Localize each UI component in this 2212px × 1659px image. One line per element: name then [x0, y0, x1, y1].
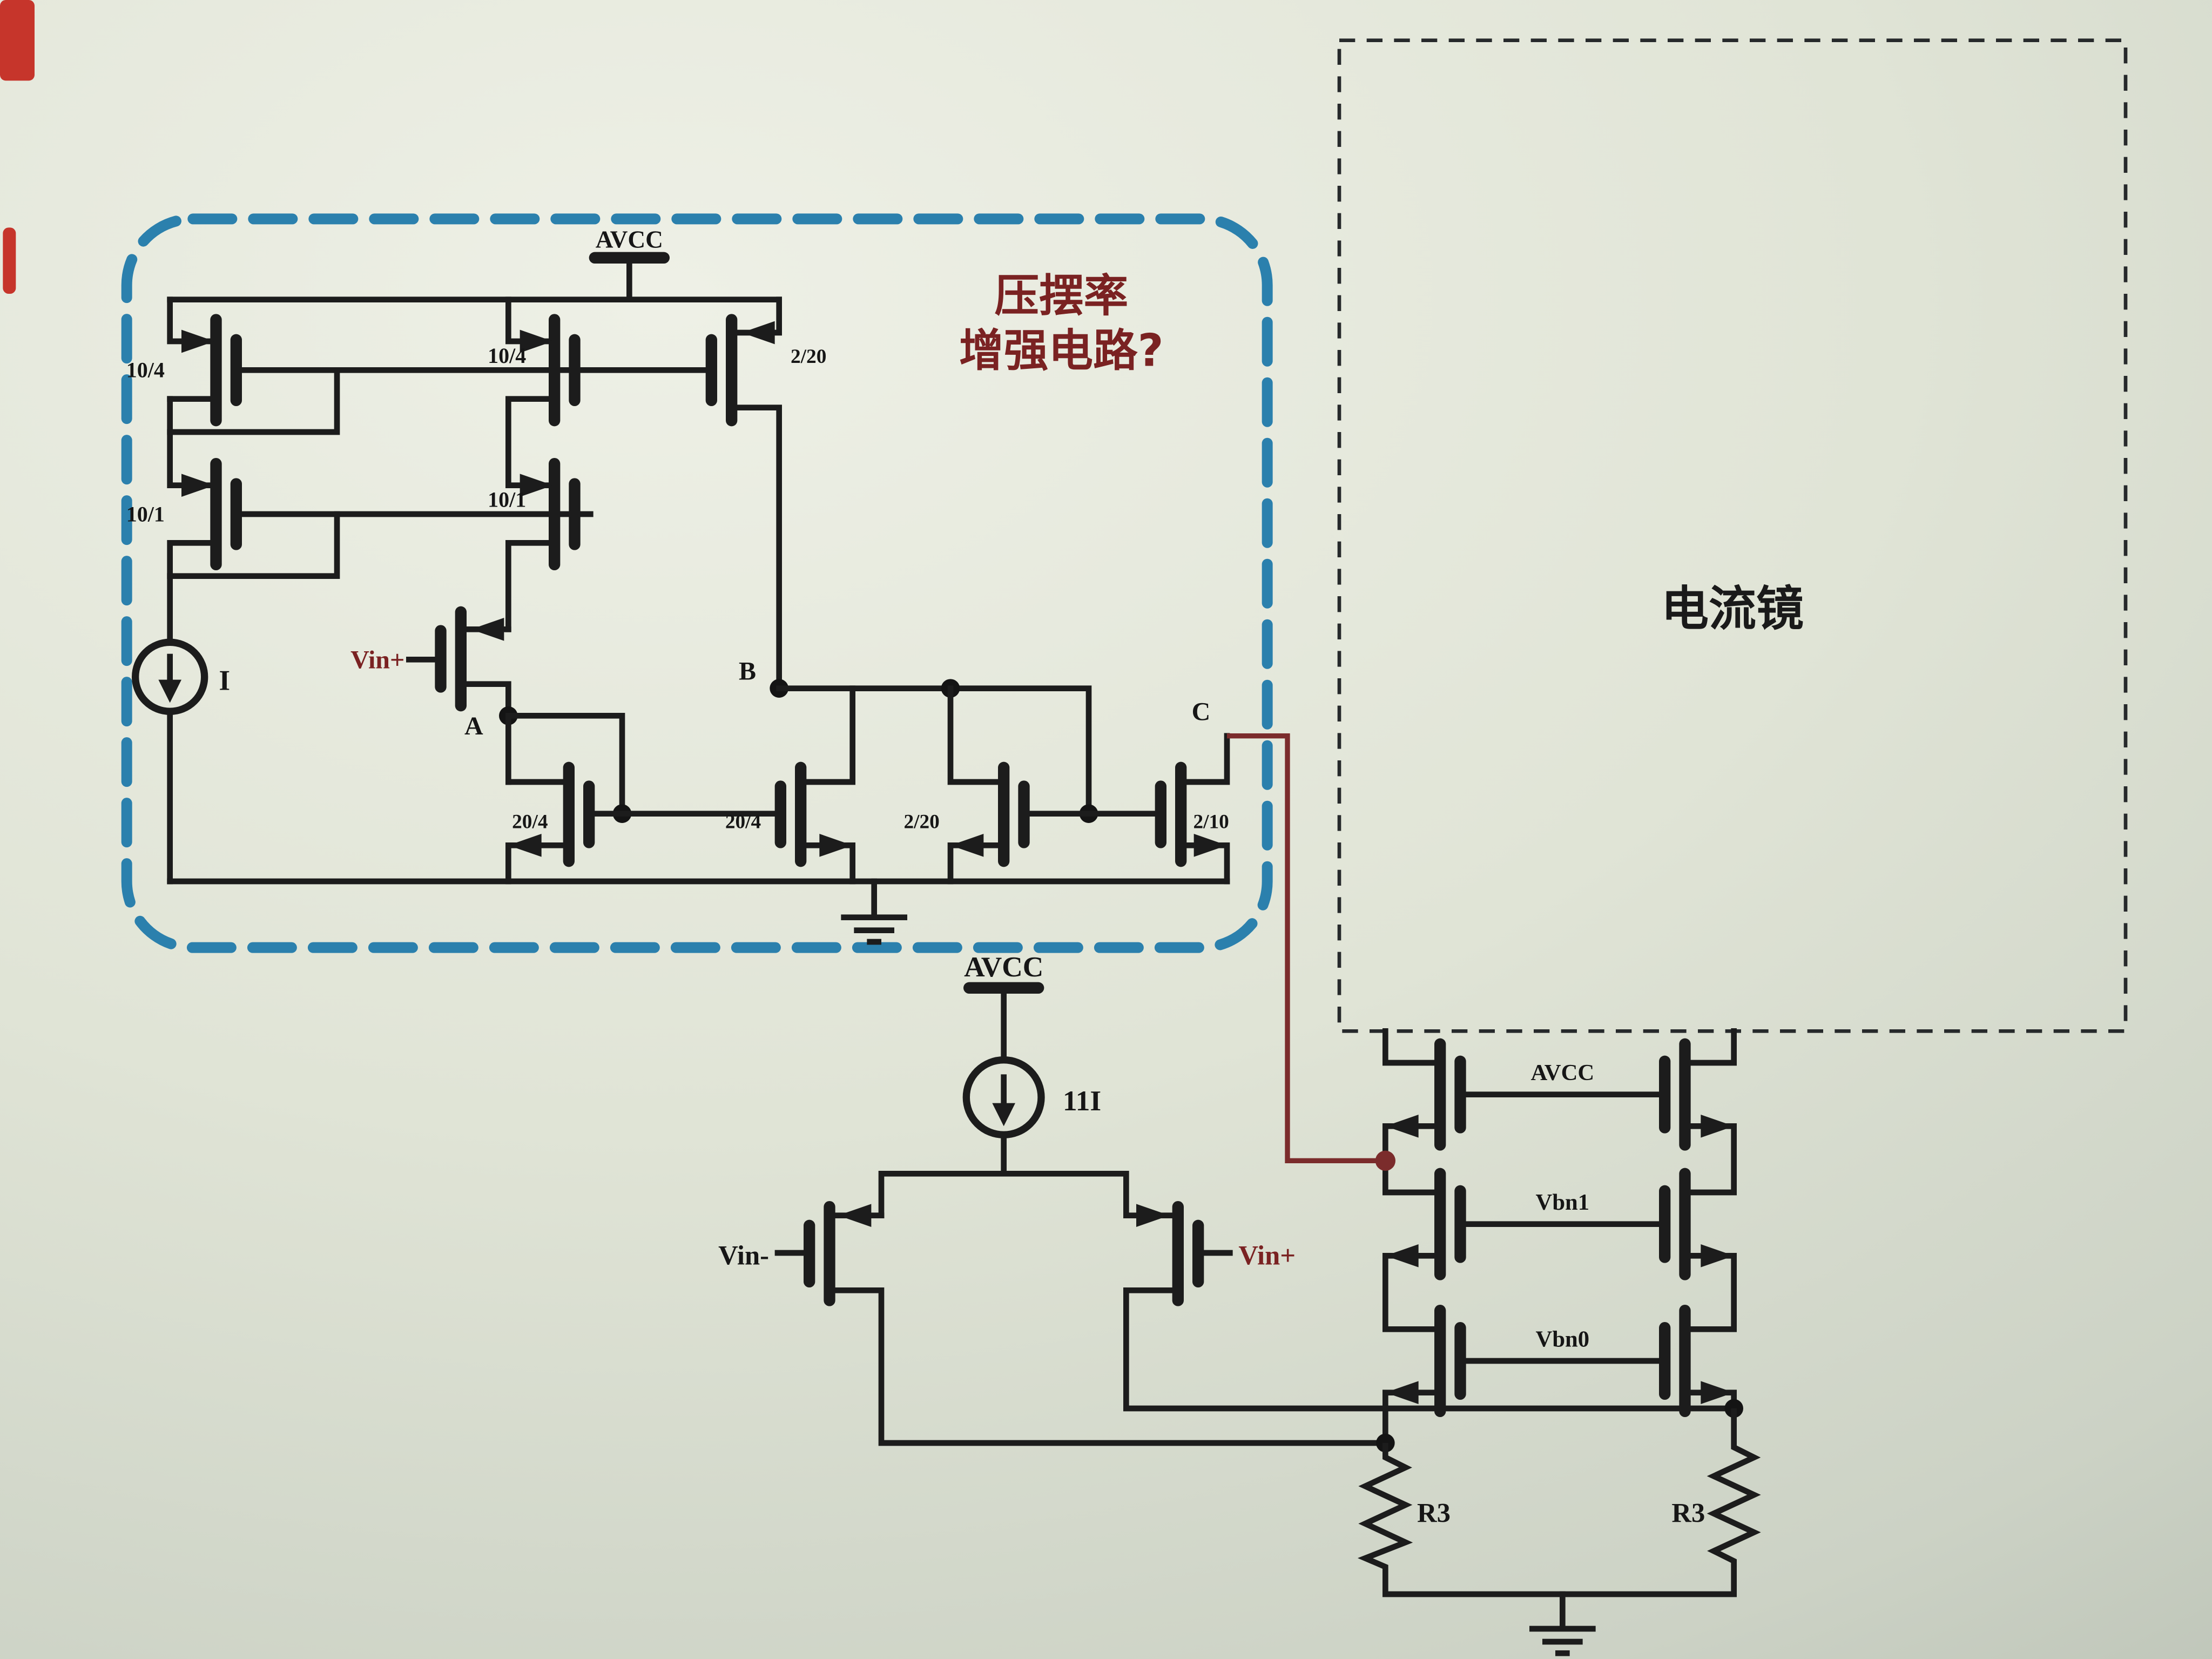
down-arrow-icon: [992, 1103, 1015, 1127]
transistor-20-4-right: 20/4: [725, 685, 855, 885]
source-arrow-icon: [1385, 1115, 1419, 1138]
avcc-top-label: AVCC: [596, 226, 663, 253]
transistor-vin-plus: Vin+: [1123, 1201, 1737, 1412]
transistor-vin-minus: Vin-: [718, 1201, 1388, 1446]
screen-edge-red-dash: [3, 227, 16, 294]
label-20-4-right: 20/4: [725, 811, 761, 833]
label-r3-left: R3: [1417, 1498, 1451, 1528]
tail-wires: [878, 1132, 1129, 1218]
transistor-10-1-cascode: 10/1: [488, 458, 581, 632]
source-arrow-icon: [471, 618, 504, 641]
source-arrow-icon: [1701, 1244, 1734, 1267]
label-r3-right: R3: [1671, 1498, 1705, 1528]
label-11I: 11I: [1063, 1084, 1101, 1117]
ground-symbol: [841, 878, 907, 945]
source-arrow-icon: [1136, 1204, 1170, 1227]
current-source-I: I: [131, 638, 230, 885]
source-arrow-icon: [1385, 1381, 1419, 1404]
transistor-2-20-pmos: 2/20: [705, 296, 826, 691]
diode-loop-wire: [167, 367, 340, 435]
current-source-11I: 11I: [962, 1056, 1101, 1138]
source-arrow-icon: [181, 329, 215, 353]
source-arrow-icon: [181, 474, 215, 497]
source-arrow-icon: [1701, 1115, 1734, 1138]
gate-rail-vbn1-label: Vbn1: [1536, 1190, 1590, 1215]
label-vin-plus-inner: Vin+: [350, 645, 404, 674]
gate-rail-avcc-label: AVCC: [1530, 1060, 1594, 1085]
source-arrow-icon: [950, 834, 984, 857]
label-2-20-pmos: 2/20: [791, 346, 826, 368]
source-arrow-icon: [838, 1204, 872, 1227]
feedback-wire-c: [1227, 733, 1377, 1163]
label-vin-plus: Vin+: [1238, 1240, 1296, 1270]
resistor-r3-left: R3: [1357, 1443, 1451, 1594]
node-c-label: C: [1192, 697, 1211, 726]
node-a-wires: [505, 713, 625, 817]
transistor-10-4-bias: 10/4: [126, 296, 242, 427]
slew-rate-box-border: [121, 213, 1273, 953]
transistor-10-1-bias: 10/1: [126, 396, 242, 645]
mirror-left-column: [1382, 1028, 1466, 1446]
mirror-right-column: [1659, 1028, 1737, 1417]
slew-title-line1: 压摆率: [994, 270, 1128, 322]
feedback-junction-dot: [1375, 1150, 1395, 1171]
output-stage: AVCC 11I Vin- Vin+: [718, 950, 1761, 1656]
label-m-casc-bottom: 10/1: [488, 488, 526, 512]
label-vin-minus: Vin-: [718, 1240, 769, 1270]
slew-rate-box: AVCC 10/4 10/1 I: [126, 226, 1230, 945]
transistor-vin-plus-input: Vin+: [350, 606, 511, 719]
node-b-label: B: [739, 657, 756, 686]
label-20-4-left: 20/4: [512, 811, 548, 833]
transistor-20-4-left: 20/4: [505, 761, 595, 885]
node-b-wires: [776, 685, 1092, 817]
mirror-gate-rails: [1461, 1091, 1663, 1364]
source-arrow-icon: [741, 321, 775, 345]
label-m-casc-top: 10/4: [488, 343, 526, 368]
source-arrow-icon: [1193, 834, 1227, 857]
label-m-bias-bottom: 10/1: [126, 502, 165, 526]
transistor-2-20-nmos: 2/20: [903, 685, 1030, 885]
avcc-bottom-label: AVCC: [964, 950, 1043, 983]
resistor-r3-right: R3: [1671, 1408, 1761, 1594]
source-arrow-icon: [520, 474, 553, 497]
diode-loop-wire: [167, 511, 340, 579]
label-current-I: I: [219, 664, 230, 696]
down-arrow-icon: [158, 679, 181, 703]
label-m-bias-top: 10/4: [126, 358, 165, 382]
source-arrow-icon: [508, 834, 542, 857]
label-2-10-nmos: 2/10: [1193, 811, 1229, 833]
transistor-10-4-cascode: 10/4: [488, 296, 581, 488]
source-arrow-icon: [520, 329, 553, 353]
current-mirror-label: 电流镜: [1661, 581, 1804, 636]
slew-title-line2: 增强电路?: [959, 325, 1164, 376]
screen-edge-red-mark: [0, 0, 35, 81]
source-arrow-icon: [819, 834, 853, 857]
gate-rail-vbn0-label: Vbn0: [1536, 1326, 1590, 1352]
current-mirror-box-border: [1337, 38, 2128, 1033]
source-arrow-icon: [1701, 1381, 1734, 1404]
node-a-label: A: [464, 712, 483, 740]
source-arrow-icon: [1385, 1244, 1419, 1267]
transistor-2-10-nmos: 2/10: [1155, 733, 1230, 885]
ground-symbol-bottom: [1529, 1591, 1596, 1656]
label-2-20-nmos: 2/20: [903, 811, 939, 833]
